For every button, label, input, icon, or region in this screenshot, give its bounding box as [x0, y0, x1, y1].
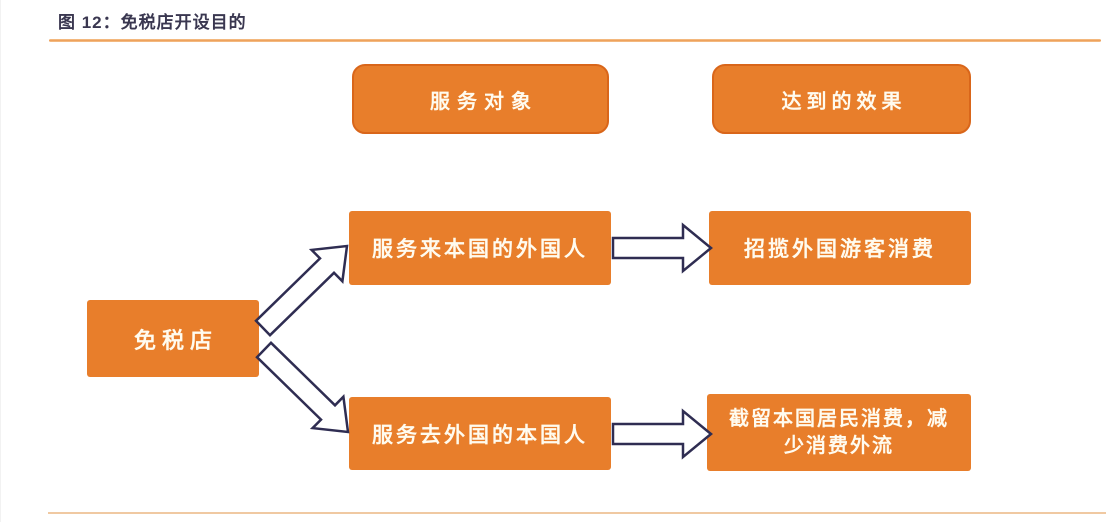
bottom-border-rule [48, 512, 1106, 514]
figure-title: 图 12：免税店开设目的 [58, 13, 247, 32]
title-underline-rule [49, 39, 1101, 42]
arrow-nationals-to-effect [611, 408, 713, 460]
node-serve-incoming-foreigners: 服务来本国的外国人 [349, 211, 611, 285]
arrow-foreigners-to-effect [611, 222, 713, 274]
column-header-achieved-effect: 达到的效果 [712, 64, 971, 134]
node-duty-free-shop: 免税店 [87, 300, 259, 377]
arrow-root-to-serve-foreigners [254, 244, 349, 337]
node-serve-outbound-nationals: 服务去外国的本国人 [349, 397, 611, 470]
node-retain-domestic-consumption: 截留本国居民消费，减少消费外流 [707, 394, 971, 471]
node-attract-foreign-tourist-spending: 招揽外国游客消费 [709, 211, 971, 285]
column-header-service-target: 服务对象 [352, 64, 609, 134]
arrow-root-to-serve-nationals [255, 341, 350, 434]
